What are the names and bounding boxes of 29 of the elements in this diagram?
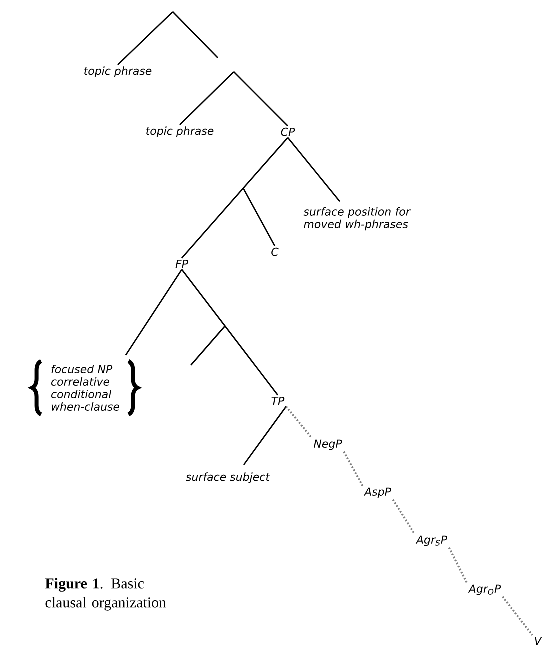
tree-label: Agr$_{O}$P — [468, 584, 502, 596]
tree-branch — [502, 596, 534, 636]
tree-label: C — [272, 248, 279, 256]
tree-branch — [286, 406, 313, 439]
tree-label: surface subject — [186, 472, 270, 484]
tree-branch — [181, 137, 289, 259]
tree-branch — [243, 406, 287, 466]
tree-label: CP — [281, 128, 296, 136]
tree-label: AspP — [364, 488, 392, 498]
tree-branch — [180, 72, 234, 126]
tree-label: V — [535, 637, 542, 646]
tree-label: surface position for moved wh-phrases — [304, 207, 411, 231]
tree-branch — [343, 451, 364, 487]
tree-label: TP — [272, 397, 285, 406]
tree-branch — [125, 269, 183, 356]
tree-label: topic phrase — [84, 66, 152, 78]
tree-label: NegP — [314, 440, 342, 450]
bracketed-list: focused NP correlative conditional when-clause — [52, 365, 120, 412]
figure-caption: Figure 1. Basic clausal organization — [45, 578, 166, 611]
tree-branch — [181, 269, 279, 396]
tree-branch — [287, 137, 341, 202]
tree-branch — [118, 12, 174, 66]
tree-label: topic phrase — [146, 126, 214, 138]
tree-label: FP — [176, 260, 188, 268]
tree-branch — [448, 547, 468, 584]
tree-label: Agr$_{S}$P — [416, 536, 448, 546]
tree-branch — [234, 72, 288, 127]
tree-branch — [242, 188, 276, 246]
tree-branch — [392, 499, 416, 535]
